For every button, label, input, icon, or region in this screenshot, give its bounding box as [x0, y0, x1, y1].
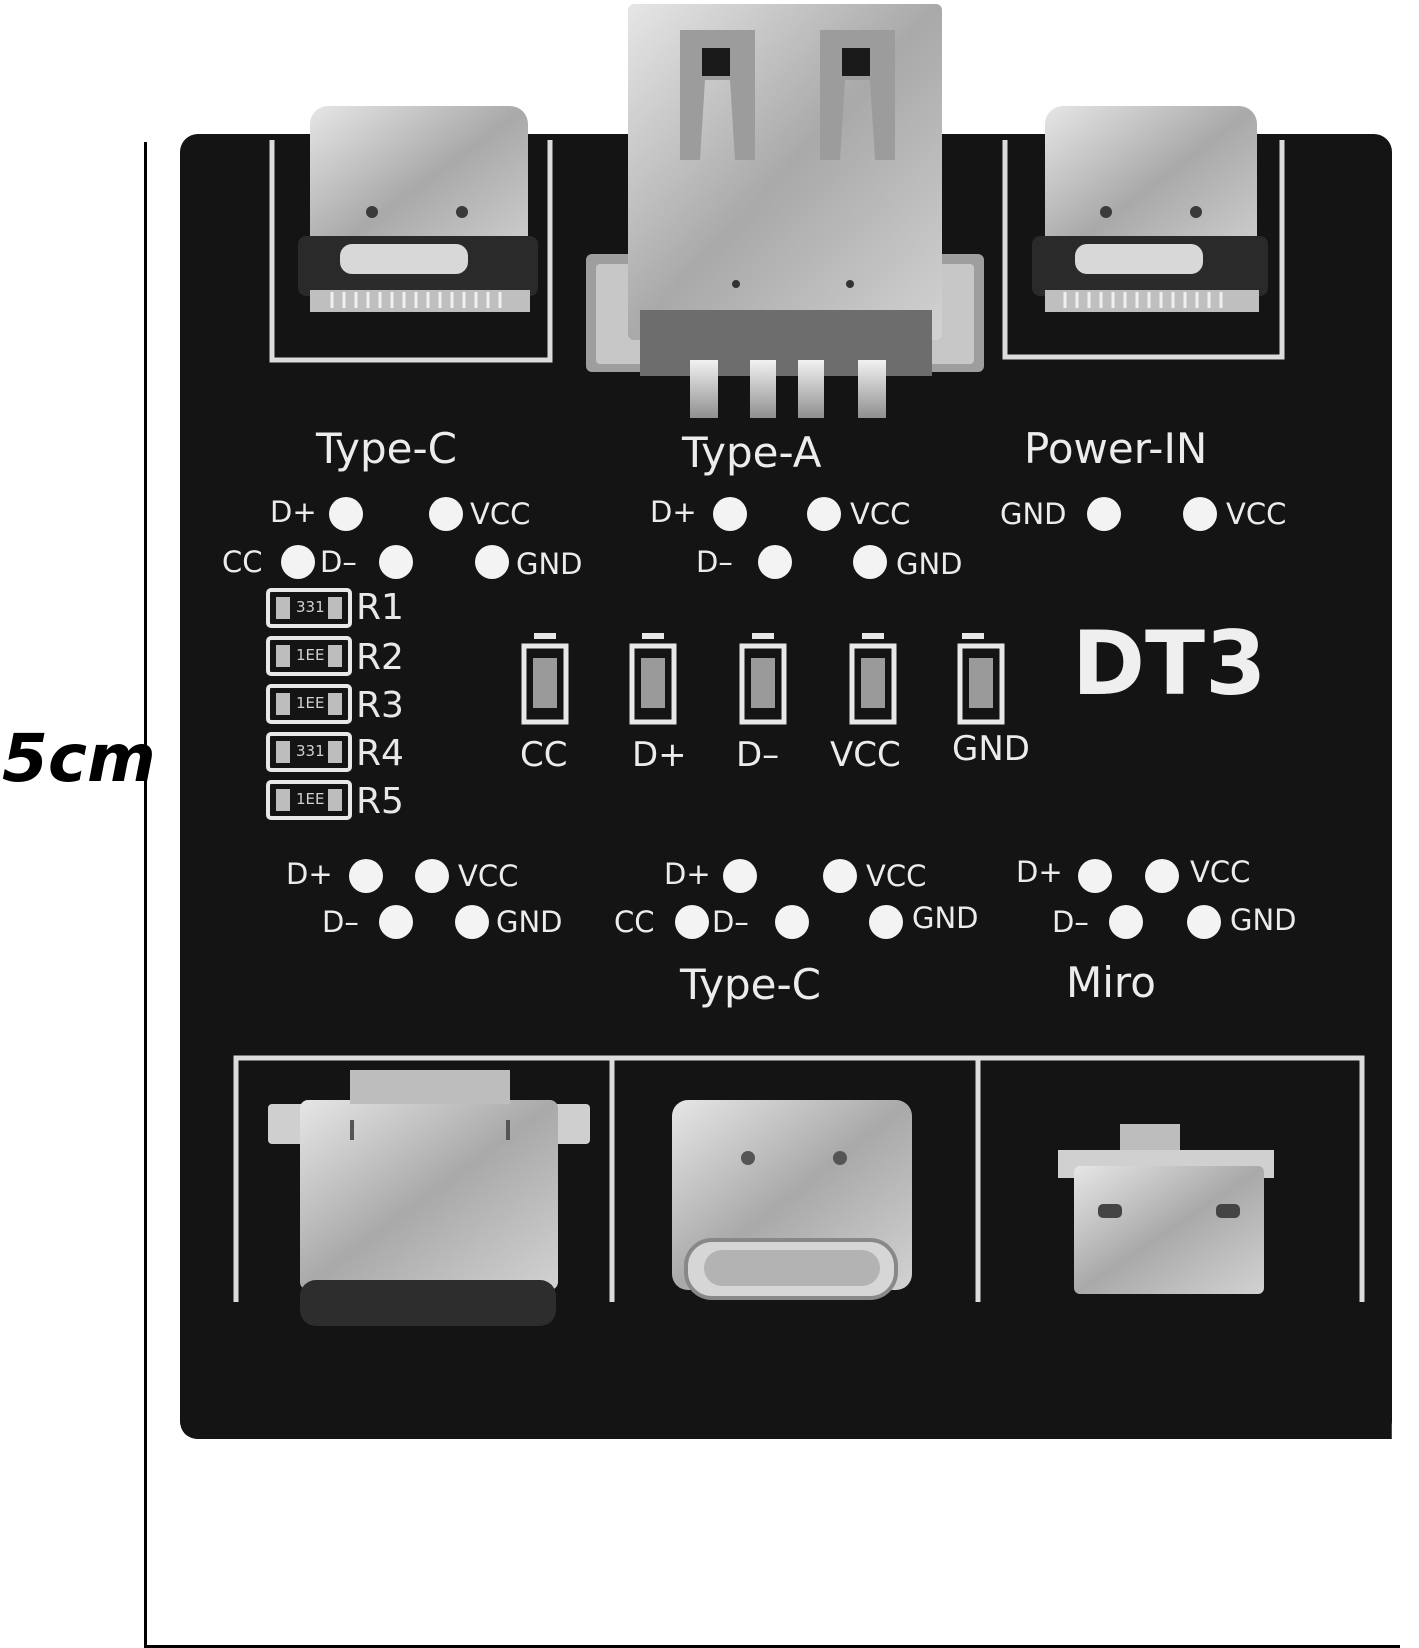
pin-ta-dp: D+ — [650, 495, 697, 529]
type-a-connector — [586, 4, 984, 418]
led-label-gnd: GND — [952, 729, 1030, 769]
resistor-label-r3: R3 — [356, 685, 404, 726]
height-dimension-label: 5cm — [2, 720, 156, 797]
board-model-label: DT3 — [1072, 612, 1267, 715]
pin-bl-dp: D+ — [286, 857, 333, 891]
resistor-code-3: 1EE — [296, 694, 325, 712]
pin-br-dm: D– — [1052, 905, 1089, 939]
micro-usb-connector — [1058, 1124, 1274, 1294]
pcb-board: Type-C Type-A Power-IN D+ VCC CC D– GND … — [180, 4, 1392, 1439]
type-c-connector-bottom-center — [672, 1100, 912, 1300]
pin-tl-vcc: VCC — [470, 497, 531, 531]
pin-bc-dp: D+ — [664, 857, 711, 891]
pin-br-vcc: VCC — [1190, 855, 1251, 889]
pin-bl-dm: D– — [322, 905, 359, 939]
pcb-drawing — [180, 4, 1392, 1439]
label-type-a: Type-A — [682, 428, 822, 477]
type-c-connector-power-in — [1032, 106, 1268, 312]
pin-bc-dm: D– — [712, 905, 749, 939]
pin-bl-gnd: GND — [496, 905, 563, 939]
pin-tl-dm: D– — [320, 545, 357, 579]
resistor-code-4: 331 — [296, 742, 325, 760]
height-axis-line — [144, 142, 147, 1648]
pin-ta-vcc: VCC — [850, 497, 911, 531]
pin-bl-vcc: VCC — [458, 859, 519, 893]
led-label-dp: D+ — [632, 735, 687, 775]
led-array — [521, 633, 1005, 725]
led-label-dm: D– — [736, 735, 780, 775]
resistor-code-1: 331 — [296, 598, 325, 616]
pin-br-gnd: GND — [1230, 903, 1297, 937]
resistor-label-r4: R4 — [356, 733, 404, 774]
resistor-array — [266, 588, 352, 820]
pin-bc-cc: CC — [614, 905, 655, 939]
label-type-c-top: Type-C — [316, 424, 457, 473]
type-c-connector-top-left — [298, 106, 538, 312]
pin-pw-gnd: GND — [1000, 497, 1067, 531]
pin-tl-cc: CC — [222, 545, 263, 579]
resistor-code-2: 1EE — [296, 646, 325, 664]
resistor-label-r5: R5 — [356, 781, 404, 822]
resistor-label-r2: R2 — [356, 637, 404, 678]
resistor-code-5: 1EE — [296, 790, 325, 808]
label-type-c-bottom: Type-C — [680, 960, 821, 1009]
pin-br-dp: D+ — [1016, 855, 1063, 889]
label-miro: Miro — [1066, 958, 1156, 1007]
pin-ta-gnd: GND — [896, 547, 963, 581]
led-label-vcc: VCC — [830, 735, 901, 775]
pin-tl-gnd: GND — [516, 547, 583, 581]
pin-ta-dm: D– — [696, 545, 733, 579]
pin-bc-vcc: VCC — [866, 859, 927, 893]
pin-bc-gnd: GND — [912, 901, 979, 935]
resistor-label-r1: R1 — [356, 587, 404, 628]
type-c-connector-bottom-left — [268, 1070, 590, 1326]
label-power-in: Power-IN — [1024, 424, 1208, 473]
pin-pw-vcc: VCC — [1226, 497, 1287, 531]
led-label-cc: CC — [520, 735, 568, 775]
pin-tl-dp: D+ — [270, 495, 317, 529]
